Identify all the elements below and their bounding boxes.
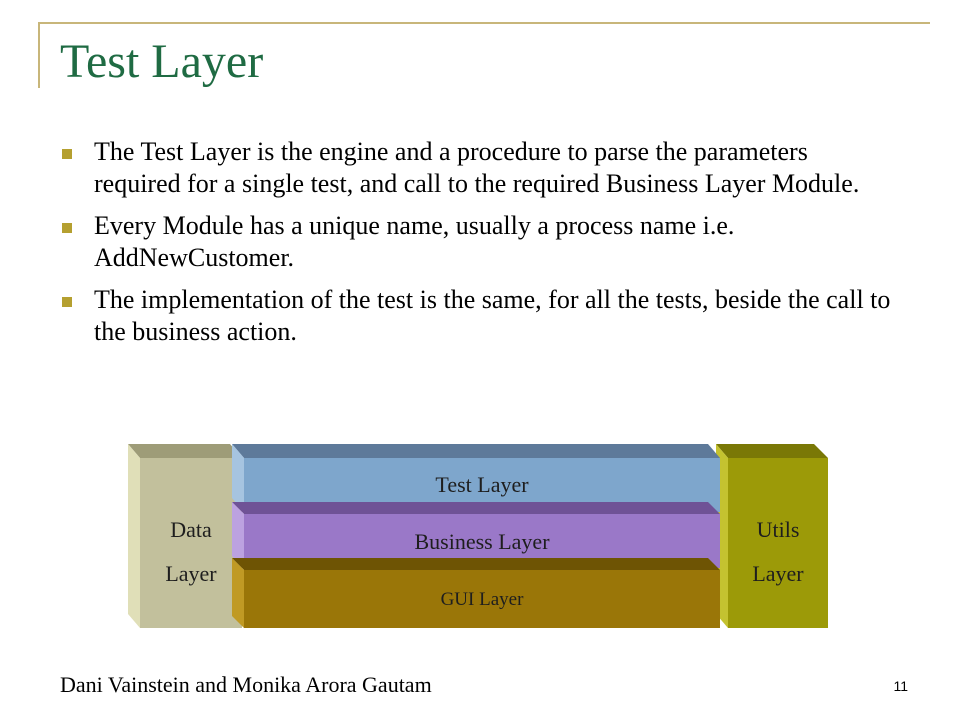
business-layer-label: Business Layer	[414, 529, 550, 554]
layer-diagram: Data Layer Test Layer Business Layer GUI…	[120, 438, 840, 638]
page-number: 11	[893, 678, 908, 694]
data-layer-label-line: Layer	[165, 561, 217, 586]
test-layer-label: Test Layer	[435, 472, 529, 497]
utils-layer-label-line: Layer	[752, 561, 804, 586]
bullet-item: The Test Layer is the engine and a proce…	[60, 136, 900, 200]
layer-diagram-graphic	[128, 444, 828, 628]
bullet-text: Every Module has a unique name, usually …	[94, 211, 735, 272]
slide-title: Test Layer	[60, 35, 264, 88]
utils-layer-label-line: Utils	[756, 517, 800, 542]
square-bullet-icon	[62, 297, 72, 307]
gui-layer-label: GUI Layer	[440, 589, 524, 610]
bullet-list: The Test Layer is the engine and a proce…	[60, 136, 900, 358]
frame-left-rule	[38, 22, 40, 88]
data-layer-label: Data Layer	[140, 508, 242, 596]
bullet-item: The implementation of the test is the sa…	[60, 284, 900, 348]
bullet-text: The implementation of the test is the sa…	[94, 285, 891, 346]
data-layer-block	[128, 444, 242, 628]
gui-layer-slab	[232, 558, 720, 628]
utils-layer-label: Utils Layer	[728, 508, 828, 596]
bullet-text: The Test Layer is the engine and a proce…	[94, 137, 860, 198]
data-layer-label-line: Data	[170, 517, 212, 542]
footer-author: Dani Vainstein and Monika Arora Gautam	[60, 672, 432, 697]
frame-top-rule	[38, 22, 930, 24]
bullet-item: Every Module has a unique name, usually …	[60, 210, 900, 274]
square-bullet-icon	[62, 149, 72, 159]
square-bullet-icon	[62, 223, 72, 233]
